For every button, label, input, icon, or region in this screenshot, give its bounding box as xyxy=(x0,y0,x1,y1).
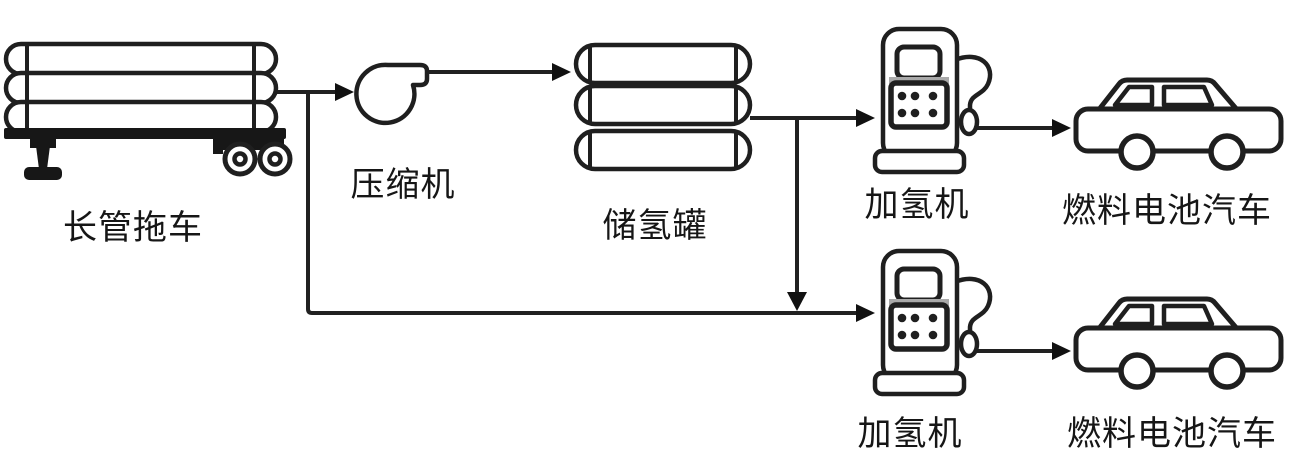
tube-trailer-icon xyxy=(3,41,293,180)
compressor-label: 压缩机 xyxy=(350,167,456,204)
hydrogen-dispenser-2-label: 加氢机 xyxy=(857,416,963,453)
fuel-cell-vehicle-2-label: 燃料电池汽车 xyxy=(1067,416,1277,453)
tube-trailer-label: 长管拖车 xyxy=(63,210,203,247)
hydrogen-dispenser-1-icon xyxy=(875,29,990,172)
hydrogen-storage-tank-label: 储氢罐 xyxy=(602,208,708,245)
hydrogen-storage-tank-icon xyxy=(573,42,753,172)
flow-connectors xyxy=(277,70,1053,353)
fuel-cell-vehicle-2-icon xyxy=(1076,299,1281,387)
flow-arrowheads xyxy=(335,63,1071,360)
compressor-icon xyxy=(354,62,430,126)
hydrogen-dispenser-2-icon xyxy=(875,251,990,394)
fuel-cell-vehicle-1-icon xyxy=(1076,80,1281,168)
fuel-cell-vehicle-1-label: 燃料电池汽车 xyxy=(1062,193,1272,230)
hydrogen-dispenser-1-label: 加氢机 xyxy=(864,187,970,224)
